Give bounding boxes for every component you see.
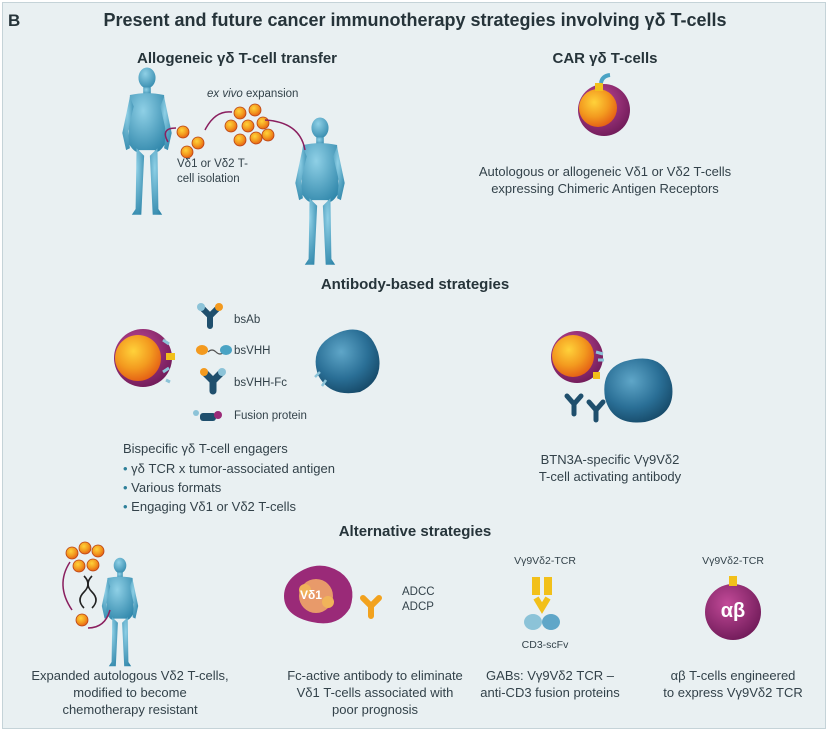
vd1-cell-label: Vδ1 bbox=[300, 588, 322, 602]
engager-bullet: Various formats bbox=[123, 478, 335, 497]
expansion-text: expansion bbox=[242, 88, 299, 100]
ab-cell-label: αβ bbox=[720, 600, 746, 622]
btn3a-tumor-cell bbox=[604, 358, 673, 423]
car-title: CAR γδ T-cells bbox=[552, 50, 658, 67]
gab-caption-line-2: anti-CD3 fusion proteins bbox=[480, 685, 620, 700]
fc-antibody-icon bbox=[360, 595, 382, 619]
car-t-cell bbox=[578, 73, 630, 136]
bsvhh-fc-icon bbox=[200, 368, 226, 395]
engager-bullet: γδ TCR x tumor-associated antigen bbox=[123, 459, 335, 478]
vd1-cell bbox=[284, 565, 353, 624]
donor-human-figure bbox=[122, 67, 172, 215]
dna-icon bbox=[79, 575, 97, 609]
expansion-label: ex vivo expansion bbox=[207, 88, 298, 100]
bsab-icon bbox=[197, 303, 223, 329]
gab-scfv-label: CD3-scFv bbox=[521, 639, 569, 651]
isolation-arrow bbox=[164, 127, 177, 143]
fc-caption-line-1: Fc-active antibody to eliminate bbox=[287, 668, 463, 683]
fc-caption-line-3: poor prognosis bbox=[332, 702, 418, 717]
antibody-title: Antibody-based strategies bbox=[320, 276, 510, 293]
fusion-protein-icon bbox=[193, 410, 222, 421]
alternative-title: Alternative strategies bbox=[338, 523, 492, 540]
adcp-label: ADCP bbox=[402, 601, 434, 613]
btn3a-caption-line-2: T-cell activating antibody bbox=[538, 469, 682, 484]
expansion-cycle-arrow bbox=[62, 561, 73, 611]
car-caption-line-2: expressing Chimeric Antigen Receptors bbox=[491, 181, 719, 196]
gab-caption-line-1: GABs: Vγ9Vδ2 TCR – bbox=[486, 668, 614, 683]
expanded-vd2-cells bbox=[65, 541, 105, 627]
expanded-caption-line-2: modified to become bbox=[73, 685, 187, 700]
btn3a-caption-line-1: BTN3A-specific Vγ9Vδ2 bbox=[540, 452, 680, 467]
tumor-cell-left bbox=[314, 329, 380, 394]
btn3a-antibodies bbox=[567, 396, 603, 420]
format-bsvhh-fc: bsVHH-Fc bbox=[234, 377, 288, 389]
fc-caption-line-2: Vδ1 T-cells associated with bbox=[296, 685, 454, 700]
reinfusion-arrow bbox=[87, 609, 111, 629]
engager-heading: Bispecific γδ T-cell engagers bbox=[123, 441, 288, 456]
chemo-resistant-figure bbox=[101, 557, 139, 667]
engager-bullets: γδ TCR x tumor-associated antigen Variou… bbox=[123, 459, 335, 516]
car-caption-line-1: Autologous or allogeneic Vδ1 or Vδ2 T-ce… bbox=[478, 164, 732, 179]
gab-molecule bbox=[524, 577, 560, 630]
ab-t-cell bbox=[705, 576, 761, 640]
figure-title: Present and future cancer immunotherapy … bbox=[103, 10, 727, 30]
panel-letter: B bbox=[8, 11, 21, 30]
expansion-arrow bbox=[204, 111, 233, 131]
expanded-caption-line-3: chemotherapy resistant bbox=[62, 702, 198, 717]
gab-tcr-label: Vγ9Vδ2-TCR bbox=[514, 555, 576, 567]
infusion-arrow bbox=[264, 119, 306, 151]
ex-vivo-text: ex vivo bbox=[207, 88, 243, 100]
format-bsvhh: bsVHH bbox=[234, 345, 271, 357]
ab-caption-line-2: to express Vγ9Vδ2 TCR bbox=[663, 685, 803, 700]
expanded-cells bbox=[224, 103, 275, 147]
format-fusion-protein: Fusion protein bbox=[234, 410, 307, 422]
btn3a-gd-t-cell bbox=[551, 331, 604, 383]
allogeneic-title: Allogeneic γδ T-cell transfer bbox=[137, 50, 337, 67]
ab-caption-line-1: αβ T-cells engineered bbox=[670, 668, 796, 683]
format-bsab: bsAb bbox=[234, 314, 261, 326]
adcc-label: ADCC bbox=[402, 586, 435, 598]
isolation-line-1: Vδ1 or Vδ2 T- bbox=[177, 158, 248, 170]
ab-tcr-label: Vγ9Vδ2-TCR bbox=[702, 555, 764, 567]
expanded-caption-line-1: Expanded autologous Vδ2 T-cells, bbox=[31, 668, 229, 683]
isolation-line-2: cell isolation bbox=[177, 173, 240, 185]
recipient-human-figure bbox=[295, 117, 345, 265]
isolated-cells bbox=[176, 125, 205, 159]
engager-bullet: Engaging Vδ1 or Vδ2 T-cells bbox=[123, 497, 335, 516]
gd-t-cell-engager-left bbox=[114, 329, 175, 387]
bsvhh-icon bbox=[196, 345, 232, 355]
